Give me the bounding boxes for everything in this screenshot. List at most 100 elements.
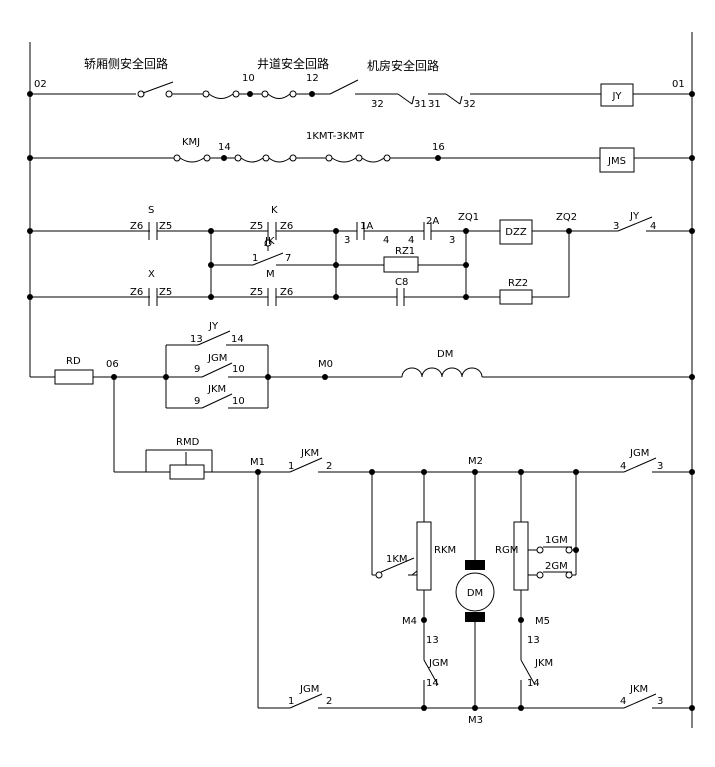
contact-JKM-top-pin2-label: 2 <box>326 461 332 472</box>
pin-32-right-label: 32 <box>463 99 476 110</box>
contact-JKM-top-label: JKM <box>300 448 319 459</box>
DM-armature <box>455 572 495 612</box>
contact-JKM-right-label: JKM <box>534 658 553 669</box>
contact-K-label: K <box>271 205 278 216</box>
contact-1GM-label: 1GM <box>545 535 568 546</box>
contact-1A-label: 1A <box>360 221 373 232</box>
DZZ-label: DZZ <box>505 227 527 238</box>
node-16-label: 16 <box>432 142 445 153</box>
node-M1-label: M1 <box>250 457 265 468</box>
door-motor-field-row: RD DM RMD <box>30 330 695 480</box>
RGM-label: RGM <box>495 545 518 556</box>
contact-JKM-row6-pin10-label: 10 <box>232 396 245 407</box>
armature-bridge: RKM DM RGM <box>255 457 695 711</box>
contact-JY-row3-pin4-label: 4 <box>650 221 656 232</box>
contact-JKM-right-pin13-label: 13 <box>527 635 540 646</box>
RZ2-label: RZ2 <box>508 278 528 289</box>
DM-motor-brush-top <box>465 560 485 570</box>
shaft-circuit-title: 井道安全回路 <box>257 56 329 71</box>
node-02-label: 02 <box>34 79 47 90</box>
JMS-relay-coil <box>599 147 635 173</box>
shaft-safety-contact-chain <box>202 90 315 99</box>
DM-armature-label: DM <box>467 588 483 599</box>
contact-JK-label: JK <box>264 236 275 247</box>
RKM-label: RKM <box>434 545 456 556</box>
contact-S-z6-label: Z6 <box>130 221 143 232</box>
contact-JKM-row6-label: JKM <box>207 384 226 395</box>
contact-JY-row6-pin13-label: 13 <box>190 334 203 345</box>
node-M0-label: M0 <box>318 359 333 370</box>
contact-X-z5-label: Z5 <box>159 287 172 298</box>
contact-M-z6-label: Z6 <box>280 287 293 298</box>
contact-K-z6-label: Z6 <box>280 221 293 232</box>
car-door-safety-contact <box>137 81 174 98</box>
machine-room-circuit-title: 机房安全回路 <box>367 58 439 73</box>
JMS-coil-label: JMS <box>607 156 626 167</box>
contact-JGM-row6-pin10-label: 10 <box>232 364 245 375</box>
contact-JGM-row6-label: JGM <box>207 353 227 364</box>
RKM-resistor <box>416 521 432 591</box>
RZ1-resistor <box>383 256 419 273</box>
KMT-label: 1KMT-3KMT <box>306 131 365 142</box>
contact-1A-pin4-label: 4 <box>383 235 389 246</box>
RD-fuse <box>54 369 94 385</box>
DM-motor-brush-bottom <box>465 612 485 622</box>
RZ1-label: RZ1 <box>395 246 415 257</box>
contact-1KM-label: 1KM <box>386 554 408 565</box>
contact-JKM-bottom-pin4-label: 4 <box>620 696 626 707</box>
contact-JGM-top-pin3-label: 3 <box>657 461 663 472</box>
car-door-circuit-title: 轿厢侧安全回路 <box>84 56 168 71</box>
DZZ-block <box>499 219 533 245</box>
RGM-resistor <box>513 521 529 591</box>
contact-JGM-left-label: JGM <box>428 658 448 669</box>
node-06-label: 06 <box>106 359 119 370</box>
node-ZQ2-label: ZQ2 <box>556 212 577 223</box>
contact-2A-label: 2A <box>426 216 439 227</box>
contact-M-z5-label: Z5 <box>250 287 263 298</box>
door-lock-circuit-row: JMS <box>27 147 695 173</box>
contact-JY-row3-pin3-label: 3 <box>613 221 619 232</box>
contact-JGM-row6-pin9-label: 9 <box>194 364 200 375</box>
contact-JKM-bottom-pin3-label: 3 <box>657 696 663 707</box>
node-01-label: 01 <box>672 79 685 90</box>
contact-JK-pin1-label: 1 <box>252 253 258 264</box>
contact-M-label: M <box>266 269 275 280</box>
pin-31-b-label: 31 <box>428 99 441 110</box>
RMD-resistor <box>169 464 205 480</box>
contact-X-z6-label: Z6 <box>130 287 143 298</box>
contact-JGM-bottom-pin1-label: 1 <box>288 696 294 707</box>
node-ZQ1-label: ZQ1 <box>458 212 479 223</box>
machine-room-safety-contact <box>329 79 601 105</box>
contact-2A-pin3-label: 3 <box>449 235 455 246</box>
contact-JGM-top-label: JGM <box>629 448 649 459</box>
contact-K-z5-label: Z5 <box>250 221 263 232</box>
contact-2A-pin4-label: 4 <box>408 235 414 246</box>
node-M4-label: M4 <box>402 616 417 627</box>
pin-32-left-label: 32 <box>371 99 384 110</box>
contact-JGM-bottom-pin2-label: 2 <box>326 696 332 707</box>
node-14-label: 14 <box>218 142 231 153</box>
contact-JY-row3-label: JY <box>629 211 640 222</box>
RD-label: RD <box>66 356 81 367</box>
contact-S-z5-label: Z5 <box>159 221 172 232</box>
DM-winding-label: DM <box>437 349 453 360</box>
contact-1A-pin3-label: 3 <box>344 235 350 246</box>
JY-coil-label: JY <box>611 91 622 102</box>
contact-JKM-row6-pin9-label: 9 <box>194 396 200 407</box>
node-10-label: 10 <box>242 73 255 84</box>
contact-JKM-top-pin1-label: 1 <box>288 461 294 472</box>
node-M5-label: M5 <box>535 616 550 627</box>
safety-circuit-row: JY <box>27 79 695 107</box>
JY-relay-coil <box>600 83 634 107</box>
node-M3-label: M3 <box>468 715 483 726</box>
door-control-rows: DZZ RZ1 C8 RZ2 <box>27 216 695 306</box>
contact-S-label: S <box>148 205 154 216</box>
contact-JGM-left-pin13-label: 13 <box>426 635 439 646</box>
DM-field-winding <box>401 367 483 378</box>
contact-JGM-bottom-label: JGM <box>299 684 319 695</box>
contact-JKM-right-pin14-label: 14 <box>527 678 540 689</box>
C8-label: C8 <box>395 277 408 288</box>
KMJ-label: KMJ <box>182 137 200 148</box>
contact-JGM-left-pin14-label: 14 <box>426 678 439 689</box>
